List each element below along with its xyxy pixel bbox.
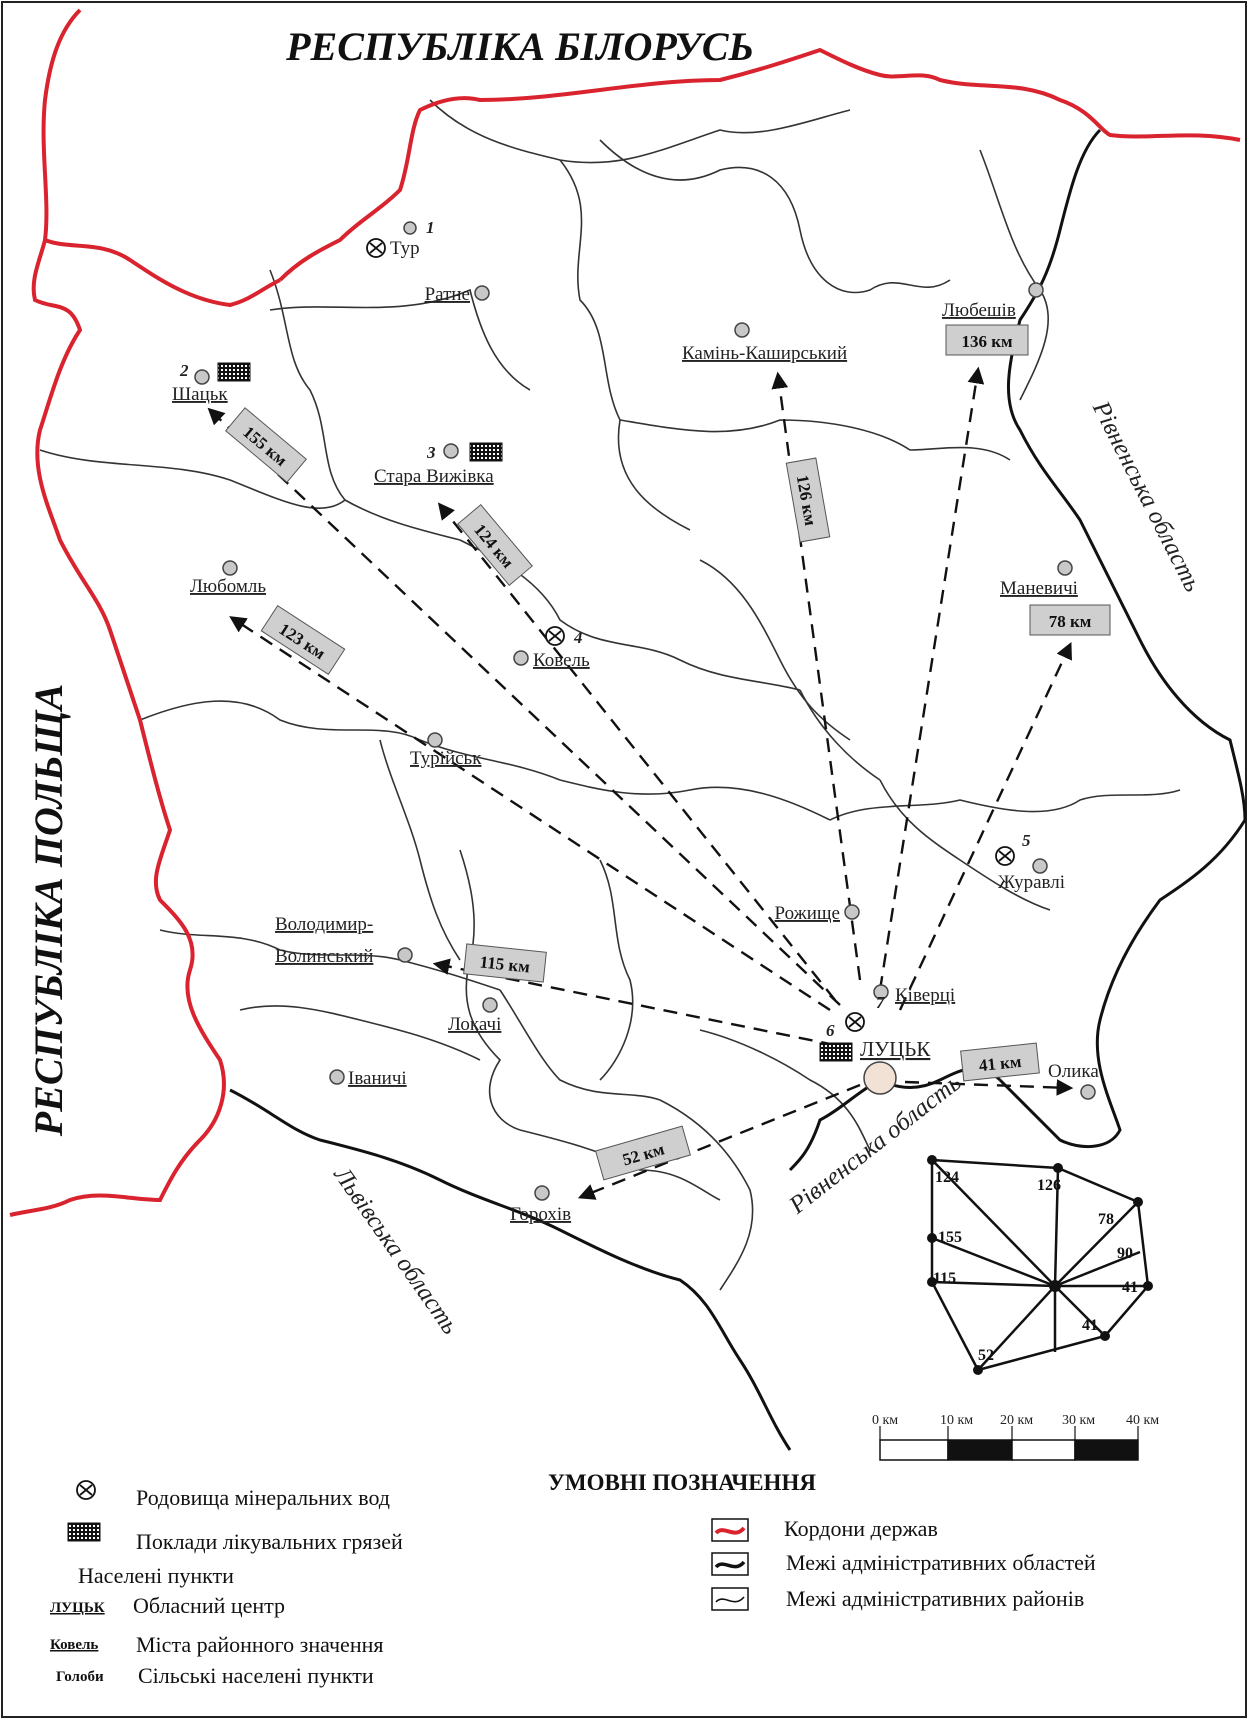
mineral-water-markers — [366, 238, 1015, 1032]
belarus-label: РЕСПУБЛІКА БІЛОРУСЬ — [285, 24, 754, 69]
scale-40: 40 км — [1126, 1413, 1159, 1428]
star-label-155: 155 — [938, 1229, 962, 1246]
city-turiisk: Турійськ — [410, 748, 482, 769]
city-volodymyr-1: Володимир- — [275, 914, 373, 935]
star-label-41b: 41 — [1082, 1317, 1098, 1334]
distance-star-diagram: 124 126 78 90 155 115 41 41 52 — [927, 1155, 1153, 1375]
legend-state-borders: Кордони держав — [784, 1516, 938, 1541]
settlements — [194, 221, 1096, 1201]
legend-village: Сільські населені пункти — [138, 1663, 374, 1688]
city-labels: Тур Ратне Шацьк Стара Вижівка Камінь-Каш… — [172, 238, 1099, 1225]
site-number-3: 3 — [426, 443, 436, 462]
site-number-2: 2 — [179, 361, 189, 380]
legend-district-city-sample: Ковель — [50, 1637, 98, 1653]
city-olyka: Олика — [1048, 1061, 1099, 1082]
legend-oblast-center: Обласний центр — [133, 1593, 285, 1618]
city-lutsk: ЛУЦЬК — [860, 1037, 931, 1061]
city-rozhyshche: Рожище — [775, 903, 840, 924]
oblast-border-swatch — [711, 1552, 749, 1576]
scale-bar: 0 км 10 км 20 км 30 км 40 км — [872, 1413, 1159, 1461]
scale-10: 10 км — [940, 1413, 973, 1428]
poland-label: РЕСПУБЛІКА ПОЛЬЩА — [26, 684, 71, 1137]
city-kamin-kashyrskyi: Камінь-Каширський — [682, 343, 847, 364]
site-number-7: 7 — [876, 993, 886, 1012]
mud-icon — [67, 1522, 101, 1542]
state-borders — [9, 8, 1241, 1217]
city-tur: Тур — [390, 238, 420, 259]
city-zhuravli: Журавлі — [998, 872, 1065, 893]
star-label-52: 52 — [978, 1347, 994, 1364]
legend-title: УМОВНІ ПОЗНАЧЕННЯ — [548, 1470, 816, 1495]
city-ratne: Ратне — [425, 284, 470, 305]
legend-oblast-borders: Межі адміністративних областей — [786, 1550, 1096, 1575]
city-manevychi: Маневичі — [1000, 578, 1078, 599]
site-number-6: 6 — [826, 1021, 835, 1040]
distance-labels: 155 км 124 км 126 км 136 км 123 км 78 км… — [225, 324, 1111, 1181]
legend-oblast-center-sample: ЛУЦЬК — [50, 1600, 105, 1616]
city-shatsk: Шацьк — [172, 384, 228, 405]
legend-village-sample: Голоби — [56, 1669, 104, 1685]
distance-manevychi: 78 км — [1049, 612, 1092, 631]
site-number-1: 1 — [426, 218, 435, 237]
district-border-swatch — [711, 1587, 749, 1611]
star-label-126: 126 — [1037, 1177, 1061, 1194]
legend-district-city: Міста районного значення — [136, 1632, 384, 1657]
legend-settlements: Населені пункти — [78, 1563, 234, 1588]
star-label-115: 115 — [933, 1270, 956, 1287]
legend-mud: Поклади лікувальних грязей — [136, 1529, 403, 1554]
city-horokhiv: Горохів — [510, 1204, 571, 1225]
scale-30: 30 км — [1062, 1413, 1095, 1428]
city-volodymyr-2: Волинський — [275, 946, 373, 967]
distance-olyka: 41 км — [978, 1052, 1023, 1075]
legend: УМОВНІ ПОЗНАЧЕННЯ Родовища мінеральних в… — [50, 1470, 1096, 1688]
district-boundaries — [39, 99, 1181, 1291]
distance-liubeshiv: 136 км — [961, 332, 1013, 351]
city-ivanychi: Іваничі — [348, 1068, 407, 1089]
legend-district-borders: Межі адміністративних районів — [786, 1586, 1084, 1611]
legend-mineral-waters: Родовища мінеральних вод — [136, 1485, 390, 1510]
scale-20: 20 км — [1000, 1413, 1033, 1428]
mineral-water-icon — [76, 1480, 96, 1500]
star-label-90: 90 — [1117, 1245, 1133, 1262]
city-kivertsi: Ківерці — [895, 985, 955, 1006]
lviv-oblast-label: Львівська область — [328, 1161, 464, 1339]
mud-markers — [217, 362, 853, 1062]
scale-0: 0 км — [872, 1413, 898, 1428]
site-number-5: 5 — [1022, 831, 1031, 850]
city-kovel: Ковель — [533, 650, 590, 671]
city-stara-vyzhivka: Стара Вижівка — [374, 466, 494, 487]
city-liubeshiv: Любешів — [942, 300, 1016, 321]
site-number-4: 4 — [573, 628, 583, 647]
star-label-124: 124 — [935, 1169, 959, 1186]
star-label-78: 78 — [1098, 1211, 1114, 1228]
city-liuboml: Любомль — [190, 576, 266, 597]
star-label-41a: 41 — [1122, 1279, 1138, 1296]
city-lokachi: Локачі — [448, 1014, 501, 1035]
